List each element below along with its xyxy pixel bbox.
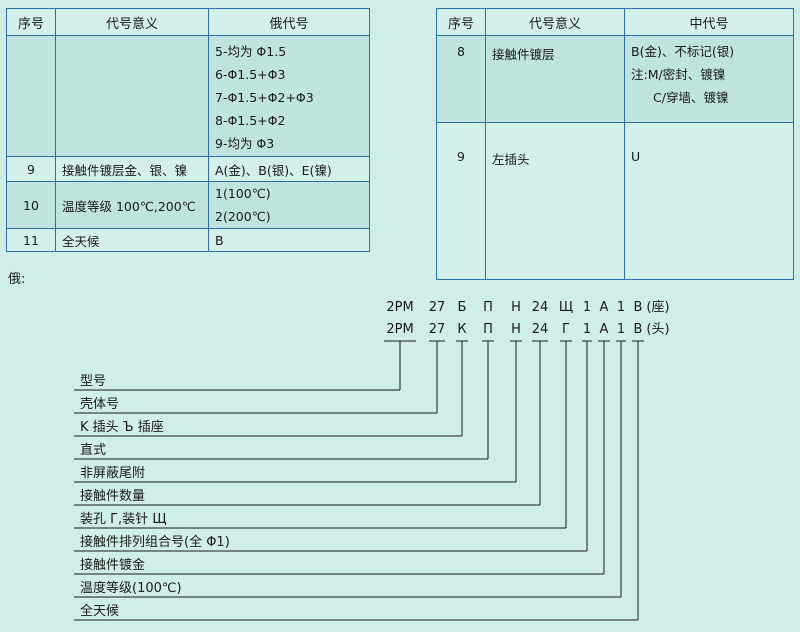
code-token-row1: 1	[617, 300, 625, 315]
code-line: 1(100℃)	[215, 186, 271, 201]
code-token-row1: 2PM	[386, 300, 413, 315]
code-line: B(金)、不标记(银)	[631, 44, 735, 59]
code-token-row1: (座)	[646, 300, 669, 315]
left-row1-code: 5-均为 Φ1.5 6-Φ1.5+Φ3 7-Φ1.5+Φ2+Φ3 8-Φ1.5+…	[208, 35, 370, 157]
code-line: 8-Φ1.5+Φ2	[215, 113, 286, 128]
left-row3-no: 10	[6, 181, 56, 229]
code-token-row2: Н	[511, 322, 521, 337]
table-row: 10 温度等级 100℃,200℃ 1(100℃) 2(200℃)	[6, 181, 370, 229]
code-token-row2: 1	[617, 322, 625, 337]
code-token-row2: П	[483, 322, 493, 337]
code-token-row2: В	[634, 322, 643, 337]
code-line: 9-均为 Φ3	[215, 136, 275, 151]
table-row: 8 接触件镀层 B(金)、不标记(银) 注:M/密封、镀镍 C/穿墙、镀镍	[436, 35, 794, 123]
table-row: 9 接触件镀层金、银、镍 A(金)、B(银)、E(镍)	[6, 156, 370, 182]
example-label: 俄:	[8, 272, 26, 287]
code-line: 注:M/密封、镀镍	[631, 67, 726, 82]
left-row3-meaning: 温度等级 100℃,200℃	[55, 181, 209, 229]
table-row: 11 全天候 B	[6, 228, 370, 252]
code-token-row2: Г	[562, 322, 570, 337]
code-token-row2: 27	[429, 322, 446, 337]
code-token-row1: 27	[429, 300, 446, 315]
code-token-row1: 1	[583, 300, 591, 315]
right-row2-no: 9	[436, 122, 486, 280]
code-token-row1: Б	[458, 300, 467, 315]
legend-label: 接触件数量	[80, 488, 145, 504]
table-row: 5-均为 Φ1.5 6-Φ1.5+Φ3 7-Φ1.5+Φ2+Φ3 8-Φ1.5+…	[6, 35, 370, 157]
right-row2-meaning: 左插头	[485, 122, 625, 280]
legend-label: K 插头 Ъ 插座	[80, 420, 164, 435]
right-row1-code: B(金)、不标记(银) 注:M/密封、镀镍 C/穿墙、镀镍	[624, 35, 794, 123]
left-row2-no: 9	[6, 156, 56, 182]
left-row2-meaning: 接触件镀层金、银、镍	[55, 156, 209, 182]
code-token-row1: П	[483, 300, 493, 315]
code-token-row1: Н	[511, 300, 521, 315]
code-token-row1: В	[634, 300, 643, 315]
right-row2-code: U	[624, 122, 794, 280]
code-token-row2: 1	[583, 322, 591, 337]
right-header-no: 序号	[436, 8, 486, 36]
right-code-table: 序号 代号意义 中代号 8 接触件镀层 B(金)、不标记(银) 注:M/密封、镀…	[436, 8, 794, 280]
code-token-row2: 2PM	[386, 322, 413, 337]
code-token-row2: А	[600, 322, 609, 337]
code-line: 5-均为 Φ1.5	[215, 44, 287, 59]
code-token-row2: 24	[532, 322, 549, 337]
legend-label: 接触件镀金	[80, 557, 145, 573]
legend-label: 接触件排列组合号(全 Φ1)	[80, 534, 230, 550]
left-header-no: 序号	[6, 8, 56, 36]
right-header-meaning: 代号意义	[485, 8, 625, 36]
legend-label: 壳体号	[80, 397, 119, 412]
legend-label: 直式	[80, 443, 106, 458]
code-token-row2: (头)	[646, 322, 669, 337]
code-line: 6-Φ1.5+Φ3	[215, 67, 286, 82]
legend-label: 温度等级(100℃)	[80, 580, 182, 596]
left-row3-code: 1(100℃) 2(200℃)	[208, 181, 370, 229]
legend-label: 全天候	[80, 603, 119, 619]
left-row4-meaning: 全天候	[55, 228, 209, 252]
right-row1-no: 8	[436, 35, 486, 123]
code-token-row1: А	[600, 300, 609, 315]
code-token-row1: Щ	[559, 300, 573, 315]
left-row4-no: 11	[6, 228, 56, 252]
right-header-code: 中代号	[624, 8, 794, 36]
code-line: C/穿墙、镀镍	[653, 90, 729, 105]
legend-label: 非屏蔽尾附	[80, 466, 145, 481]
code-line: 7-Φ1.5+Φ2+Φ3	[215, 90, 314, 105]
legend-label: 型号	[80, 374, 106, 389]
code-line: 2(200℃)	[215, 209, 271, 224]
left-row2-code: A(金)、B(银)、E(镍)	[208, 156, 370, 182]
table-row: 9 左插头 U	[436, 122, 794, 280]
right-row1-meaning: 接触件镀层	[485, 35, 625, 123]
legend-label: 装孔 Г,装针 Щ	[80, 512, 167, 527]
left-code-table: 序号 代号意义 俄代号 5-均为 Φ1.5 6-Φ1.5+Φ3 7-Φ1.5+Φ…	[6, 8, 370, 252]
left-row4-code: B	[208, 228, 370, 252]
code-token-row2: К	[457, 322, 466, 337]
code-token-row1: 24	[532, 300, 549, 315]
